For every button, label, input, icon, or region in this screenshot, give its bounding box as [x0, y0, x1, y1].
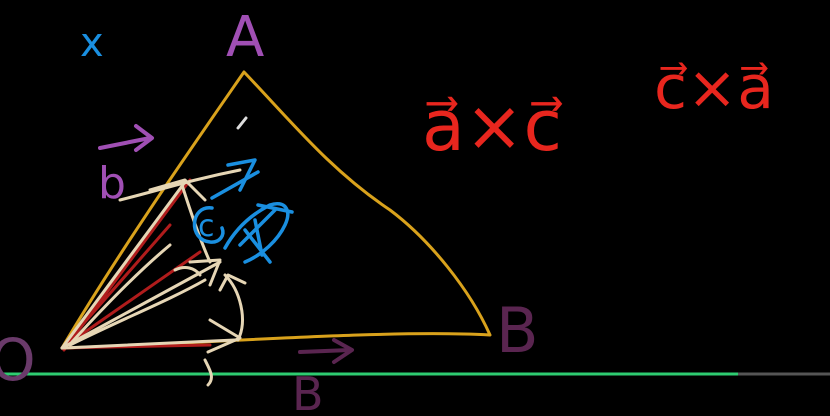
expression-a-cross-c: a⃗×c⃗: [422, 85, 563, 167]
origin-vectors-beige: [60, 168, 247, 387]
origin-label: O: [0, 326, 36, 394]
blue-annotations: [192, 158, 294, 264]
vector-b-left-label: b: [98, 158, 126, 209]
triangle-oab: [60, 70, 492, 350]
vector-b-left-arrow: [98, 124, 154, 152]
vertex-a-label: A: [226, 5, 264, 70]
blue-c-label: c: [198, 209, 215, 244]
cross-mark: x: [80, 20, 104, 66]
tick-mark: [236, 116, 248, 130]
vertex-b-label: B: [496, 294, 539, 367]
vector-b-bottom-label: B: [292, 367, 324, 416]
expression-c-cross-a: c⃗×a⃗: [654, 53, 774, 123]
vector-b-bottom-arrow: [298, 338, 354, 364]
